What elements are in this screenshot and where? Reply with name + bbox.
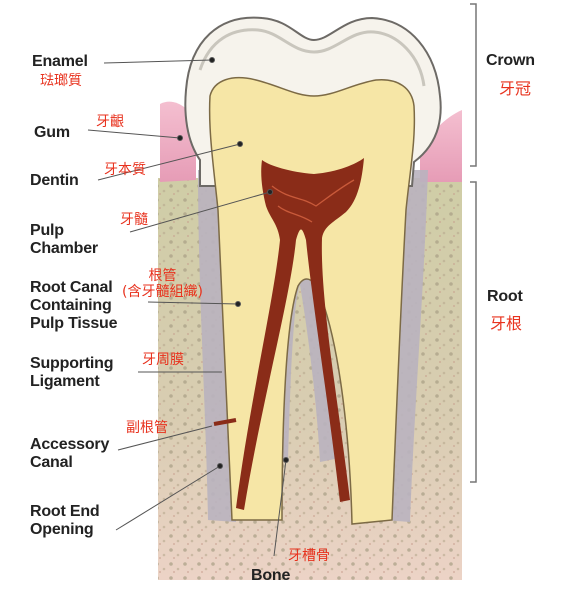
label-accessory-canal: Accessory Canal [30, 436, 110, 471]
leader-dentin-dot [237, 141, 243, 147]
label-ligament: Supporting Ligament [30, 355, 114, 390]
label-enamel: Enamel [32, 53, 88, 70]
root-bracket [470, 181, 477, 483]
label-root: Root [487, 288, 523, 305]
gum-band-right [420, 110, 462, 182]
leader-dentin [97, 143, 241, 181]
label-enamel-zh: 琺瑯質 [40, 73, 82, 89]
accessory-canal-shape [213, 418, 237, 426]
label-gum-zh: 牙齦 [96, 114, 124, 130]
label-root-end: Root End Opening [30, 503, 100, 538]
label-gum: Gum [34, 124, 70, 141]
leader-bone [273, 459, 287, 557]
leader-root-end [115, 465, 221, 531]
pulp-vessels [271, 179, 355, 223]
leader-accessory [117, 425, 213, 451]
label-bone-zh: 牙槽骨 [288, 548, 330, 564]
label-dentin-zh: 牙本質 [104, 162, 146, 178]
label-crown: Crown [486, 52, 535, 69]
enamel-shading [198, 28, 426, 87]
label-bone: Bone [251, 567, 291, 584]
label-dentin: Dentin [30, 172, 79, 189]
label-crown-zh: 牙冠 [499, 79, 532, 98]
label-pulp-chamber-zh: 牙髓 [120, 212, 148, 228]
label-root-canal: Root Canal Containing Pulp Tissue [30, 279, 118, 332]
leader-lines [87, 57, 289, 557]
label-accessory-canal-zh: 副根管 [126, 420, 168, 436]
leader-pulp-dot [267, 189, 273, 195]
leader-canal [147, 301, 239, 305]
leader-bone-dot [283, 457, 289, 463]
label-root-zh: 牙根 [490, 314, 523, 333]
leader-enamel-dot [209, 57, 215, 63]
pulp-shape [236, 158, 364, 510]
crown-bracket [470, 3, 477, 167]
leader-canal-dot [235, 301, 241, 307]
leader-enamel [103, 59, 213, 64]
label-ligament-zh: 牙周膜 [142, 352, 184, 368]
label-root-canal-zh: 根管 (含牙髓組織) [122, 268, 203, 300]
leader-pulp [129, 191, 271, 233]
leader-gum [87, 129, 181, 139]
leader-gum-dot [177, 135, 183, 141]
leader-root-end-dot [217, 463, 223, 469]
label-pulp-chamber: Pulp Chamber [30, 222, 98, 257]
